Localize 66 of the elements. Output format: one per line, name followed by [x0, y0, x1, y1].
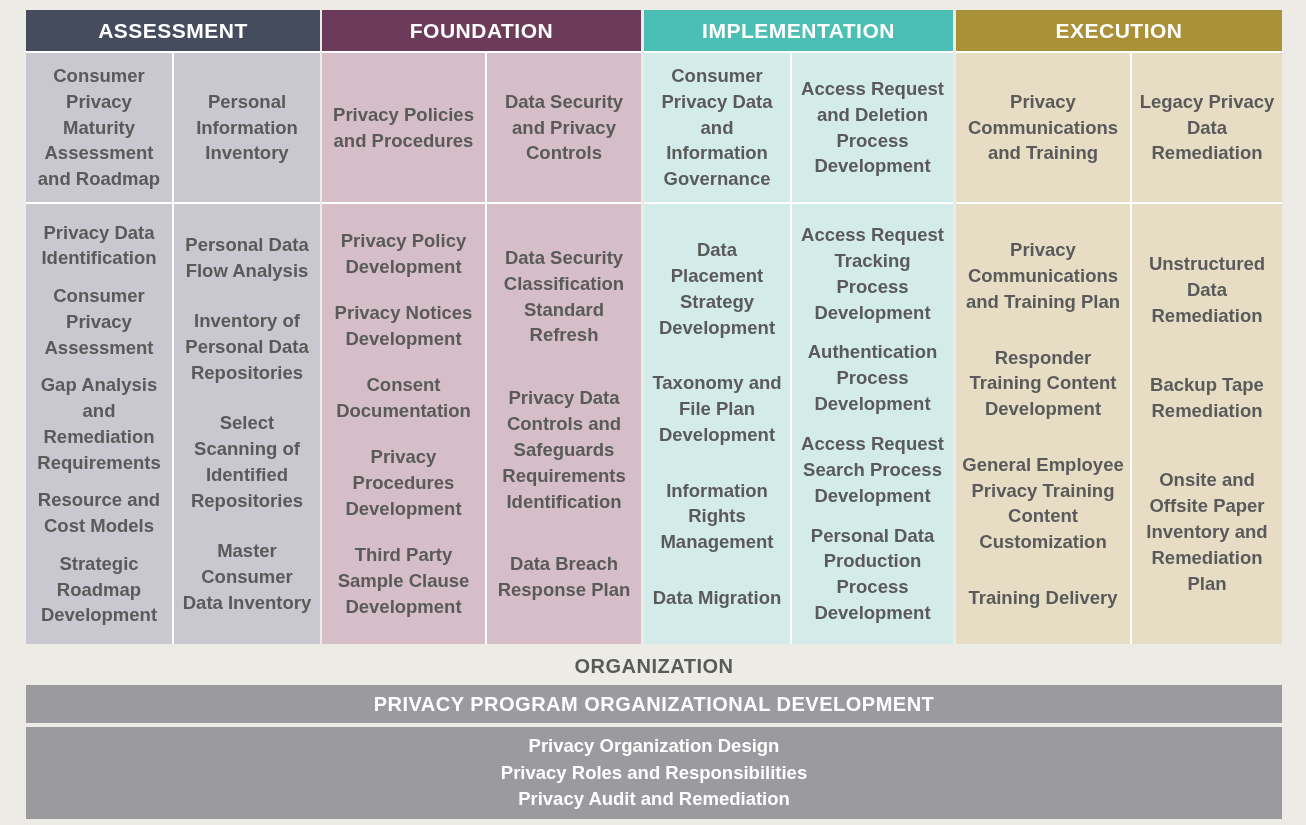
task-item: Legacy Privacy Data Remediation: [1138, 89, 1276, 166]
phase-header: IMPLEMENTATION: [644, 10, 953, 51]
task-cell: [644, 53, 790, 202]
task-cell: [174, 204, 320, 644]
task-item: Responder Training Content Development: [968, 345, 1118, 422]
section-heading: ORGANIZATION: [573, 653, 735, 679]
task-cell: [26, 204, 172, 644]
task-item: Personal Data Flow Analysis: [184, 233, 310, 284]
phase-header: ASSESSMENT: [26, 10, 320, 51]
activity-panel: [26, 727, 1282, 819]
task-item: Training Delivery: [968, 585, 1118, 610]
task-item: Privacy Notices Development: [333, 301, 474, 352]
task-item: Third Party Sample Clause Development: [336, 543, 471, 619]
phase-header: FOUNDATION: [322, 10, 641, 51]
task-item: Onsite and Offsite Paper Inventory and Remediation Plan: [1145, 468, 1269, 596]
task-item: Master Consumer Data Inventory: [181, 539, 313, 615]
task-item: Privacy Data Identification: [40, 220, 158, 271]
task-item: Resource and Cost Models: [36, 488, 162, 539]
task-item: Personal Information Inventory: [195, 89, 299, 166]
task-item: Data Security and Privacy Controls: [503, 89, 625, 166]
task-cell: [956, 53, 1130, 202]
task-item: Information Rights Management: [659, 478, 775, 555]
task-item: Privacy Communications and Training Plan: [964, 238, 1122, 315]
task-cell: [644, 204, 790, 644]
task-item: Personal Data Production Process Development: [809, 523, 936, 626]
task-item: Data Migration: [652, 585, 782, 610]
task-item: Data Breach Response Plan: [496, 552, 632, 603]
task-item: Select Scanning of Identified Repositories: [189, 411, 305, 513]
task-cell: [792, 204, 953, 644]
task-item: Consumer Privacy Maturity Assessment and Roadmap: [36, 63, 162, 192]
task-cell: [322, 204, 485, 644]
task-item: Taxonomy and File Plan Development: [651, 371, 783, 448]
task-item: Privacy Roles and Responsibilities: [500, 760, 808, 785]
task-cell: [322, 53, 485, 202]
task-item: Authentication Process Development: [806, 340, 939, 417]
task-item: Access Request Search Process Development: [800, 431, 945, 508]
task-item: Privacy Audit and Remediation: [518, 787, 790, 812]
task-cell: [487, 204, 641, 644]
task-item: Privacy Policy Development: [339, 229, 468, 280]
task-item: Privacy Communications and Training: [966, 89, 1120, 166]
task-item: Privacy Policies and Procedures: [332, 102, 475, 153]
task-cell: [174, 53, 320, 202]
task-cell: [1132, 53, 1282, 202]
task-item: Consumer Privacy Data and Information Governance: [660, 63, 774, 192]
task-cell: [1132, 204, 1282, 644]
task-item: Consumer Privacy Assessment: [43, 283, 155, 360]
phase-header: EXECUTION: [956, 10, 1282, 51]
task-cell: [26, 53, 172, 202]
task-item: Data Placement Strategy Development: [657, 238, 777, 341]
task-item: Data Security Classification Standard Refresh: [502, 245, 626, 348]
task-item: Unstructured Data Remediation: [1147, 252, 1267, 329]
task-cell: [487, 53, 641, 202]
task-item: Access Request and Deletion Process Development: [800, 76, 945, 179]
task-item: Strategic Roadmap Development: [39, 551, 159, 628]
task-item: Privacy Procedures Development: [344, 445, 463, 521]
task-item: Privacy Organization Design: [528, 733, 780, 758]
task-item: General Employee Privacy Training Content Customization: [962, 452, 1124, 555]
task-item: Backup Tape Remediation: [1149, 373, 1265, 424]
task-cell: [792, 53, 953, 202]
task-cell: [956, 204, 1130, 644]
task-item: Inventory of Personal Data Repositories: [184, 309, 310, 386]
task-item: Gap Analysis and Remediation Requirements: [36, 373, 162, 475]
program-banner: PRIVACY PROGRAM ORGANIZATIONAL DEVELOPMENT: [26, 685, 1282, 723]
task-item: Consent Documentation: [335, 373, 472, 424]
task-item: Privacy Data Controls and Safeguards Requirements Identification: [501, 386, 627, 514]
task-item: Access Request Tracking Process Development: [800, 222, 945, 325]
